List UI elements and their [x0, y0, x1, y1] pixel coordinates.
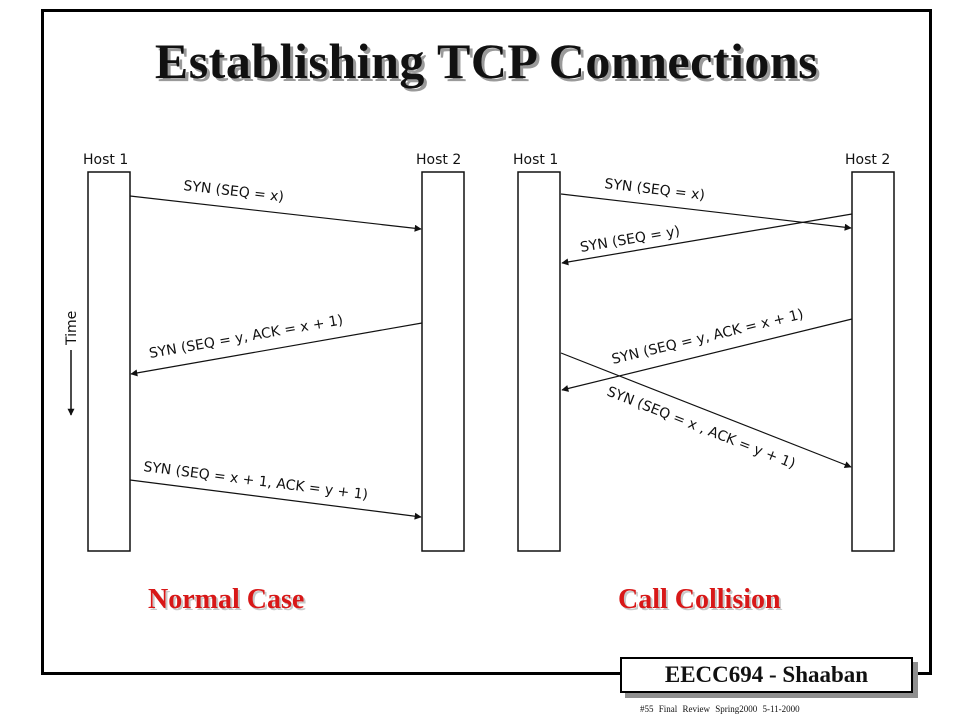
call-collision-caption: Call Collision	[618, 584, 781, 615]
time-label: Time	[64, 311, 80, 346]
normal-label-2: SYN (SEQ = y, ACK = x + 1)	[148, 312, 344, 362]
collision-arrow-4	[560, 352, 852, 468]
normal-host2-timeline	[421, 171, 465, 552]
normal-host1-label: Host 1	[83, 152, 128, 168]
normal-arrow-1	[129, 195, 422, 232]
normal-label-1: SYN (SEQ = x)	[183, 178, 285, 205]
normal-host2-label: Host 2	[416, 152, 461, 168]
slide-title: Establishing TCP Connections	[154, 33, 819, 89]
normal-case-caption: Normal Case	[148, 584, 305, 615]
collision-host2-timeline	[851, 171, 895, 552]
slide-frame	[41, 9, 932, 675]
time-axis: Time	[64, 311, 80, 416]
footer-note: #55 Final Review Spring2000 5-11-2000	[640, 704, 800, 714]
normal-label-3: SYN (SEQ = x + 1, ACK = y + 1)	[142, 459, 368, 503]
collision-arrow-3	[561, 318, 853, 392]
footer-label: EECC694 - Shaaban	[620, 657, 913, 693]
collision-host2-label: Host 2	[845, 152, 890, 168]
collision-label-4: SYN (SEQ = x , ACK = y + 1)	[605, 384, 798, 473]
collision-label-1: SYN (SEQ = x)	[604, 176, 706, 204]
collision-host1-label: Host 1	[513, 152, 558, 168]
collision-arrow-2	[561, 213, 853, 266]
normal-host1-timeline	[87, 171, 131, 552]
normal-arrow-3	[129, 479, 422, 520]
collision-host1-timeline	[517, 171, 561, 552]
normal-arrow-2	[130, 322, 423, 377]
collision-arrow-1	[560, 193, 852, 231]
